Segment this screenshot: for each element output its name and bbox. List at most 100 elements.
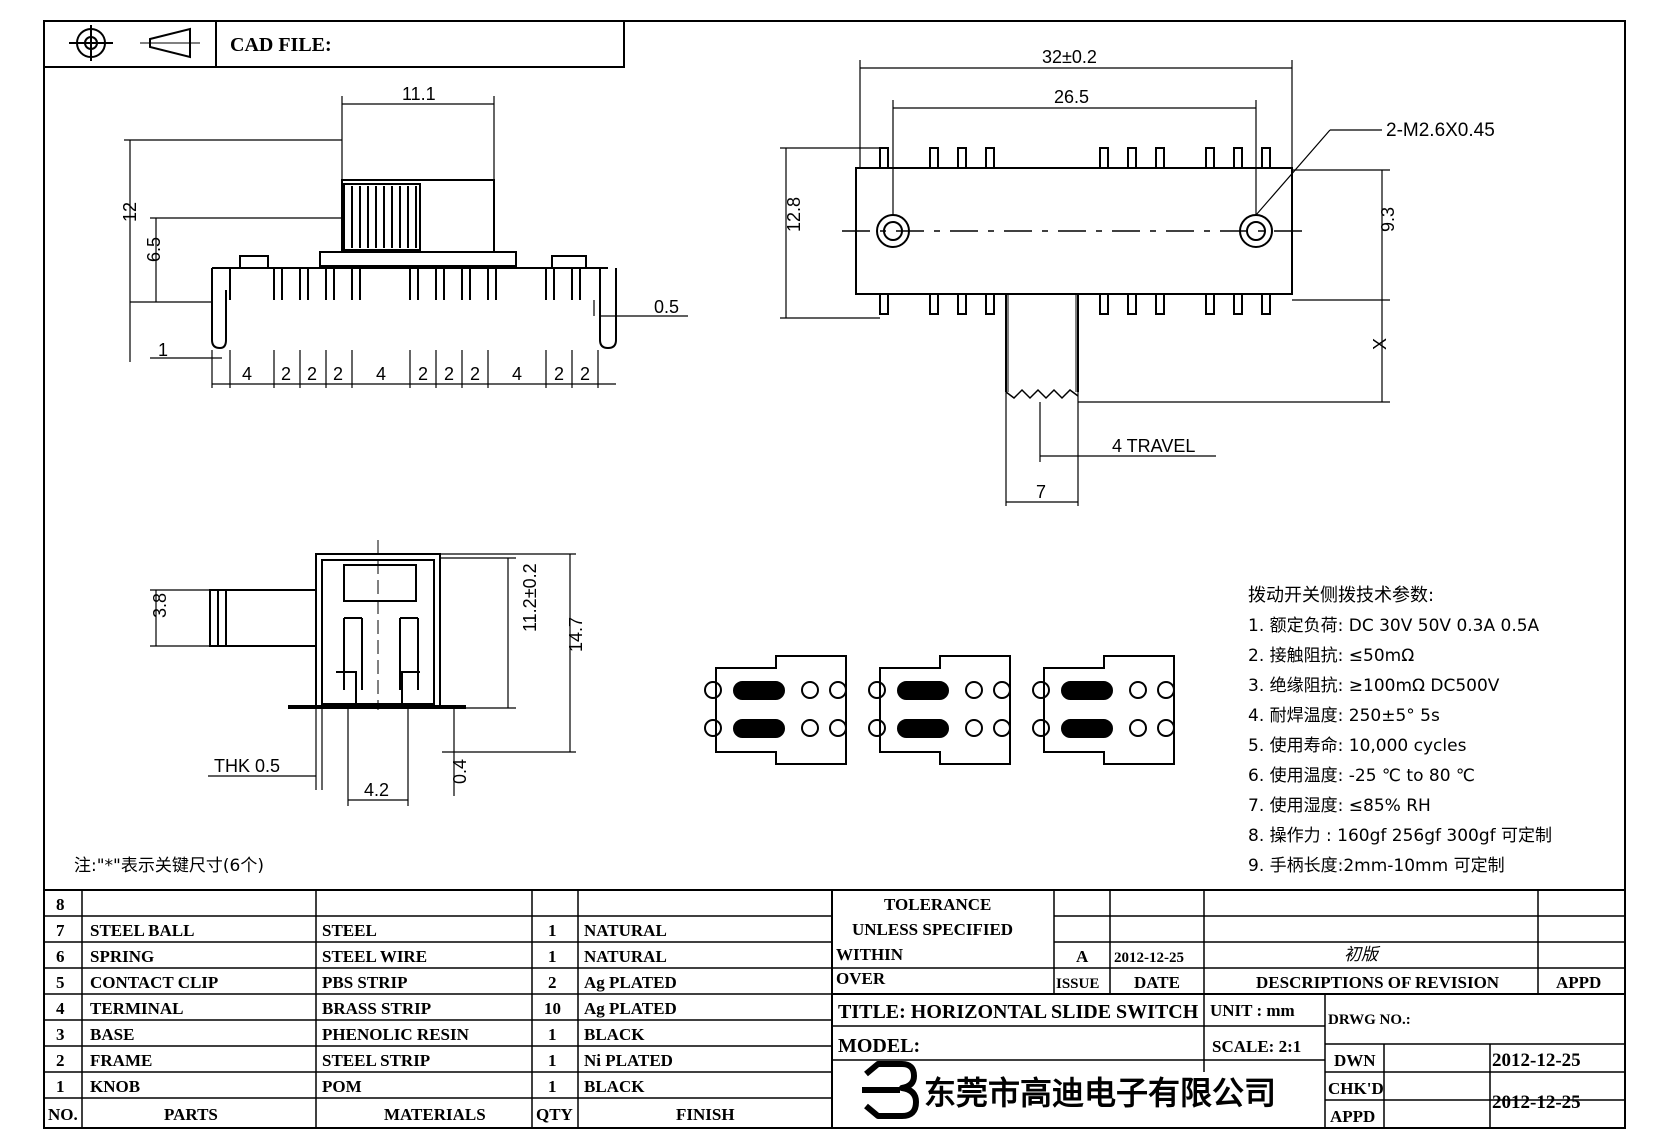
dim-12-8: 12.8: [784, 197, 804, 232]
bom-table: [44, 889, 1625, 1128]
bom-header-parts: PARTS: [164, 1105, 218, 1124]
dim-travel: 4 TRAVEL: [1112, 436, 1195, 456]
spec-item: 4. 耐焊温度: 250±5° 5s: [1248, 706, 1440, 726]
pitch-9: 4: [512, 364, 522, 384]
bom-header-finish: FINISH: [676, 1105, 735, 1124]
drawing-title: TITLE: HORIZONTAL SLIDE SWITCH: [838, 1001, 1199, 1023]
spec-title: 拨动开关侧拨技术参数:: [1248, 585, 1434, 606]
title-block-text: TOLERANCE UNLESS SPECIFIED WITHIN OVER A…: [836, 895, 1601, 1126]
dim-32: 32±0.2: [1042, 47, 1097, 67]
spec-item: 5. 使用寿命: 10,000 cycles: [1248, 735, 1467, 756]
bom-qty: 2: [548, 973, 557, 992]
bom-qty: 1: [548, 1051, 557, 1070]
unit-label: UNIT : mm: [1210, 1001, 1295, 1020]
pitch-2: 2: [281, 364, 291, 384]
within-label: WITHIN: [836, 945, 904, 964]
bom-no: 1: [56, 1077, 65, 1096]
bom-no: 7: [56, 921, 65, 940]
company-logo-icon: [862, 1061, 919, 1119]
bom-material: STEEL: [322, 921, 377, 940]
dim-1: 1: [158, 340, 168, 360]
dim-3-8: 3.8: [150, 593, 170, 618]
spec-item: 6. 使用温度: -25 ℃ to 80 ℃: [1248, 765, 1475, 786]
pitch-4: 2: [333, 364, 343, 384]
header-block: CAD FILE:: [43, 20, 625, 68]
dwn-date: 2012-12-25: [1492, 1050, 1581, 1071]
spec-list: 拨动开关侧拨技术参数: 1. 额定负荷: DC 30V 50V 0.3A 0.5…: [1248, 585, 1552, 876]
bom-no: 6: [56, 947, 65, 966]
pitch-11: 2: [580, 364, 590, 384]
revision-date: 2012-12-25: [1114, 950, 1184, 966]
bom-qty: 1: [548, 947, 557, 966]
issue-value: A: [1076, 947, 1089, 966]
spec-item: 3. 绝缘阻抗: ≥100mΩ DC500V: [1248, 676, 1500, 696]
dim-12: 12: [120, 202, 140, 222]
chkd-label: CHK'D: [1328, 1079, 1384, 1098]
screw-note: 2-M2.6X0.45: [1386, 120, 1495, 141]
front-view: 32±0.2 26.5 2-M2.6X0.45 12.8 9.3 X 4 TRA…: [780, 47, 1495, 506]
bom-qty: 1: [548, 1025, 557, 1044]
bom-finish: NATURAL: [584, 921, 667, 940]
bom-no: 4: [56, 999, 65, 1018]
bom-material: POM: [322, 1077, 362, 1096]
dim-7: 7: [1036, 482, 1046, 502]
side-view: 3.8 11.2±0.2 14.7 THK 0.5 4.2 0.4: [150, 540, 586, 806]
pitch-6: 2: [418, 364, 428, 384]
bom-material: PBS STRIP: [322, 973, 408, 992]
spec-item: 7. 使用湿度: ≤85% RH: [1248, 795, 1431, 816]
bom-part: TERMINAL: [90, 999, 184, 1018]
pitch-8: 2: [470, 364, 480, 384]
title-block: [832, 890, 1625, 1128]
bom-part: BASE: [90, 1025, 134, 1044]
pitch-10: 2: [554, 364, 564, 384]
spec-item: 8. 操作力 : 160gf 256gf 300gf 可定制: [1248, 826, 1552, 846]
spec-item: 2. 接触阻抗: ≤50mΩ: [1248, 646, 1414, 666]
pitch-7: 2: [444, 364, 454, 384]
dim-26-5: 26.5: [1054, 87, 1089, 107]
dim-0-4: 0.4: [450, 759, 470, 784]
pole-3: [1032, 655, 1175, 765]
bom-qty: 1: [548, 921, 557, 940]
bom-no: 2: [56, 1051, 65, 1070]
scale-label: SCALE: 2:1: [1212, 1037, 1301, 1056]
dim-9-3: 9.3: [1378, 207, 1398, 232]
over-label: OVER: [836, 969, 886, 988]
spec-item: 1. 额定负荷: DC 30V 50V 0.3A 0.5A: [1248, 616, 1540, 636]
bom-finish: Ag PLATED: [584, 999, 677, 1018]
company-name: 东莞市高迪电子有限公司: [924, 1074, 1276, 1112]
dim-thk: THK 0.5: [214, 756, 280, 776]
bom-header-materials: MATERIALS: [384, 1105, 486, 1124]
appd-bottom-label: APPD: [1330, 1107, 1375, 1126]
bom-finish: BLACK: [584, 1025, 645, 1044]
dim-0-5: 0.5: [654, 297, 679, 317]
circuit-schematic: [704, 655, 1175, 765]
bom-material: STEEL WIRE: [322, 947, 427, 966]
bom-part: SPRING: [90, 947, 154, 966]
drawing-number-label: DRWG NO.:: [1328, 1012, 1411, 1028]
dim-4-2: 4.2: [364, 780, 389, 800]
bom-header-qty: QTY: [536, 1105, 573, 1124]
bom-material: BRASS STRIP: [322, 999, 431, 1018]
date-label: DATE: [1134, 973, 1180, 992]
dim-6-5: 6.5: [144, 237, 164, 262]
cad-file-label: CAD FILE:: [230, 34, 332, 56]
pitch-5: 4: [376, 364, 386, 384]
tolerance-label: TOLERANCE: [884, 895, 991, 914]
bom-finish: Ag PLATED: [584, 973, 677, 992]
appd-label: APPD: [1556, 973, 1601, 992]
pole-1: [704, 655, 847, 765]
key-dimension-note: 注:"*"表示关键尺寸(6个): [74, 856, 264, 876]
bom-no: 8: [56, 895, 65, 914]
bom-material: STEEL STRIP: [322, 1051, 430, 1070]
bom-material: PHENOLIC RESIN: [322, 1025, 470, 1044]
spec-item: 9. 手柄长度:2mm-10mm 可定制: [1248, 856, 1505, 876]
model-label: MODEL:: [838, 1035, 920, 1057]
unless-specified-label: UNLESS SPECIFIED: [852, 920, 1013, 939]
dim-11-1: 11.1: [402, 84, 436, 104]
pitch-1: 4: [242, 364, 252, 384]
projection-symbol-icon: [69, 25, 200, 61]
revision-description: 初版: [1344, 945, 1381, 965]
bom-finish: Ni PLATED: [584, 1051, 673, 1070]
bom-no: 5: [56, 973, 65, 992]
dim-11-2: 11.2±0.2: [520, 563, 540, 632]
